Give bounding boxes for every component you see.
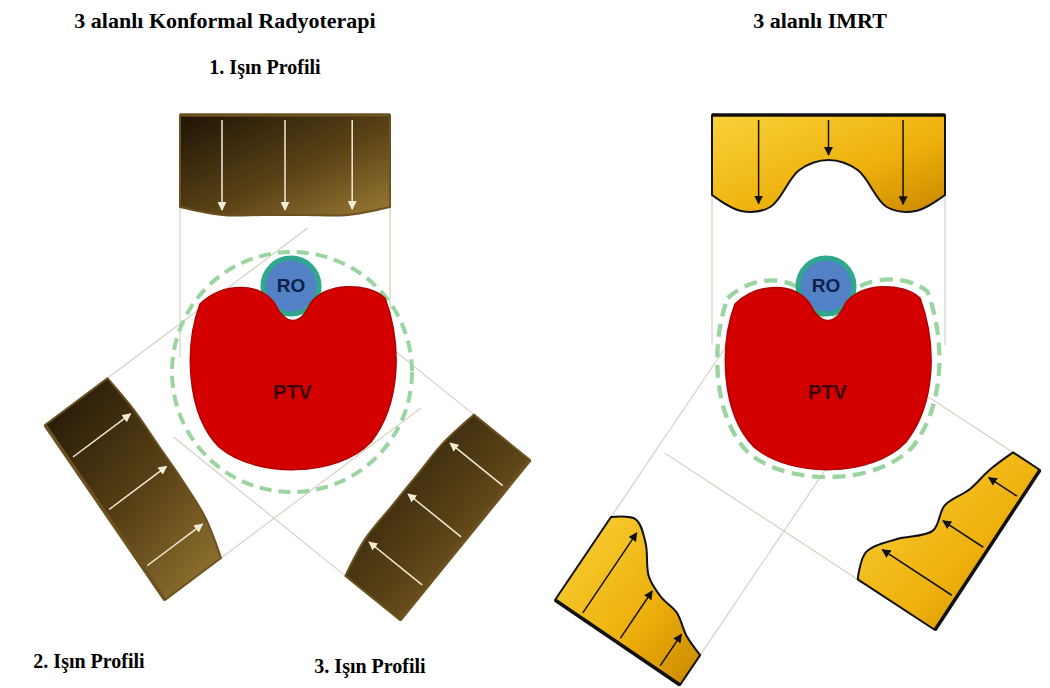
beam-arrow [73, 414, 131, 457]
beam-profile-label: 1. Işın Profili [175, 56, 355, 79]
volume-label: PTV [273, 381, 312, 404]
beam-arrow [902, 120, 904, 204]
beam-arrow [620, 591, 652, 638]
projection-line [711, 195, 712, 345]
beam-arrow [408, 494, 461, 537]
volume-label: PTV [808, 381, 847, 404]
beam-base [555, 600, 680, 685]
beam-base [935, 470, 1040, 630]
panel-title: 3 alanlı IMRT [630, 8, 1010, 34]
beam-arrow [109, 466, 167, 509]
beam-profile [858, 452, 1040, 630]
beam-arrow [450, 443, 503, 485]
beam-arrow [147, 524, 202, 565]
beam-arrow [660, 634, 681, 665]
beam-arrow [758, 120, 760, 204]
beam-profile [180, 115, 390, 216]
beam-arrow [989, 478, 1017, 496]
beam-profile [712, 115, 945, 212]
beam-arrow [284, 120, 286, 210]
dashed-margin [172, 252, 412, 492]
beam-profile [555, 517, 700, 685]
organ-label: RO [812, 275, 841, 297]
beam-profiles [45, 115, 1040, 685]
beam-base [712, 113, 945, 117]
node-outline [720, 282, 935, 472]
target-volume-shape: PTV [720, 282, 935, 472]
beam-arrow [369, 542, 422, 585]
beam-profile [345, 415, 530, 620]
beam-base [45, 425, 165, 600]
beam-arrow [221, 120, 223, 210]
beam-arrow [583, 533, 637, 613]
beam-base [180, 113, 390, 117]
beam-profile [45, 378, 221, 600]
beam-profile-label: 3. Işın Profili [285, 655, 455, 678]
beam-arrow [828, 120, 830, 155]
projection-line [944, 195, 945, 345]
beam-base [400, 460, 530, 620]
beam-arrow [882, 550, 952, 596]
beam-arrow [351, 120, 353, 209]
node-outline [185, 282, 400, 472]
projection-line [665, 453, 858, 580]
beam-profile-label: 2. Işın Profili [4, 650, 174, 673]
projection-line [179, 207, 180, 357]
organ-label: RO [277, 275, 306, 297]
panel-title: 3 alanlı Konformal Radyoterapi [10, 8, 440, 34]
beam-arrow [943, 521, 983, 547]
ptv-outline [725, 287, 931, 470]
target-volume-shape: PTV [185, 282, 400, 472]
ptv-outline [190, 287, 396, 470]
